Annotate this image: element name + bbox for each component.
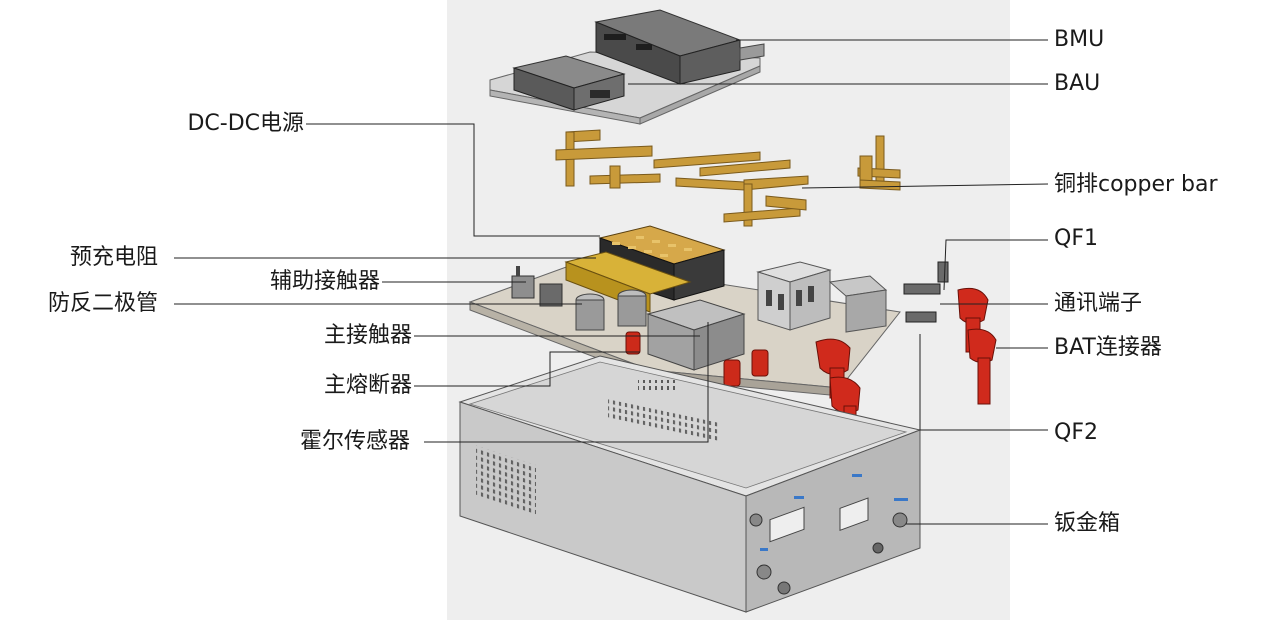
copper-bars: [555, 129, 901, 227]
label-qf1: QF1: [1054, 226, 1098, 251]
label-aux-contactor: 辅助接触器: [269, 269, 380, 294]
label-comm-terminal: 通讯端子: [1054, 291, 1143, 316]
leader-lines: [174, 39, 1049, 525]
qf-breakers: [756, 261, 888, 333]
label-bmu: BMU: [1054, 27, 1105, 52]
label-bau: BAU: [1054, 71, 1101, 96]
label-main-contactor: 主接触器: [323, 323, 412, 348]
main-fuse: [625, 331, 769, 387]
label-precharge-resistor: 预充电阻: [69, 245, 158, 270]
main-contactor: [646, 299, 746, 371]
label-hall-sensor: 霍尔传感器: [299, 429, 410, 454]
label-copper-bar: 铜排copper bar: [1054, 172, 1218, 197]
label-reverse-diode: 防反二极管: [47, 291, 158, 316]
bmu-module: [594, 9, 765, 85]
label-bat-connector: BAT连接器: [1054, 335, 1162, 360]
label-dcdc: DC-DC电源: [187, 111, 304, 136]
sheet-metal-box: [458, 355, 922, 613]
reverse-diode: [575, 289, 647, 331]
label-main-fuse: 主熔断器: [323, 373, 412, 398]
label-sheet-metal-box: 钣金箱: [1054, 511, 1121, 536]
comm-terminal: [903, 261, 949, 323]
bau-module: [512, 55, 626, 111]
label-qf2: QF2: [1054, 420, 1098, 445]
